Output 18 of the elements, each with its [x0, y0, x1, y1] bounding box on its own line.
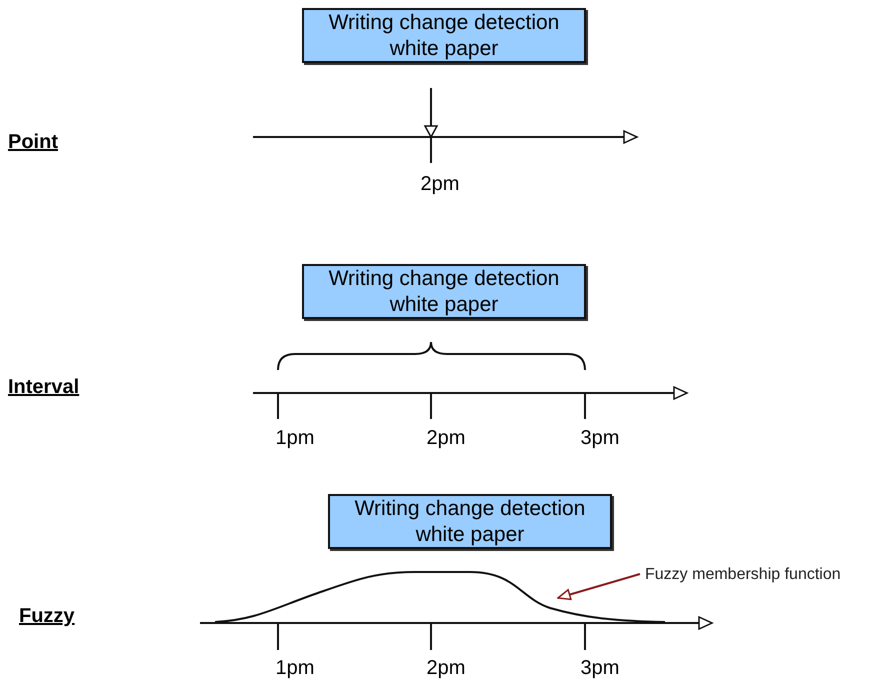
- task-box: [328, 494, 612, 549]
- task-text: Writing change detection white paper: [354, 496, 586, 548]
- row-heading: Fuzzy: [19, 605, 75, 628]
- time-label: 1pm: [276, 657, 314, 680]
- time-label: 1pm: [276, 427, 314, 450]
- task-text: Writing change detection white paper: [328, 10, 560, 62]
- task-box: [302, 264, 586, 319]
- time-label: 3pm: [580, 657, 620, 680]
- time-label: 2pm: [420, 173, 460, 196]
- time-label: 2pm: [426, 427, 466, 450]
- task-text: Writing change detection white paper: [328, 266, 560, 318]
- row-heading: Interval: [8, 376, 80, 399]
- annotation-text: Fuzzy membership function: [645, 566, 841, 584]
- task-box: [302, 8, 586, 63]
- time-label: 2pm: [426, 657, 466, 680]
- arrow: [557, 573, 640, 600]
- time-label: 3pm: [580, 427, 620, 450]
- row-heading: Point: [8, 131, 58, 154]
